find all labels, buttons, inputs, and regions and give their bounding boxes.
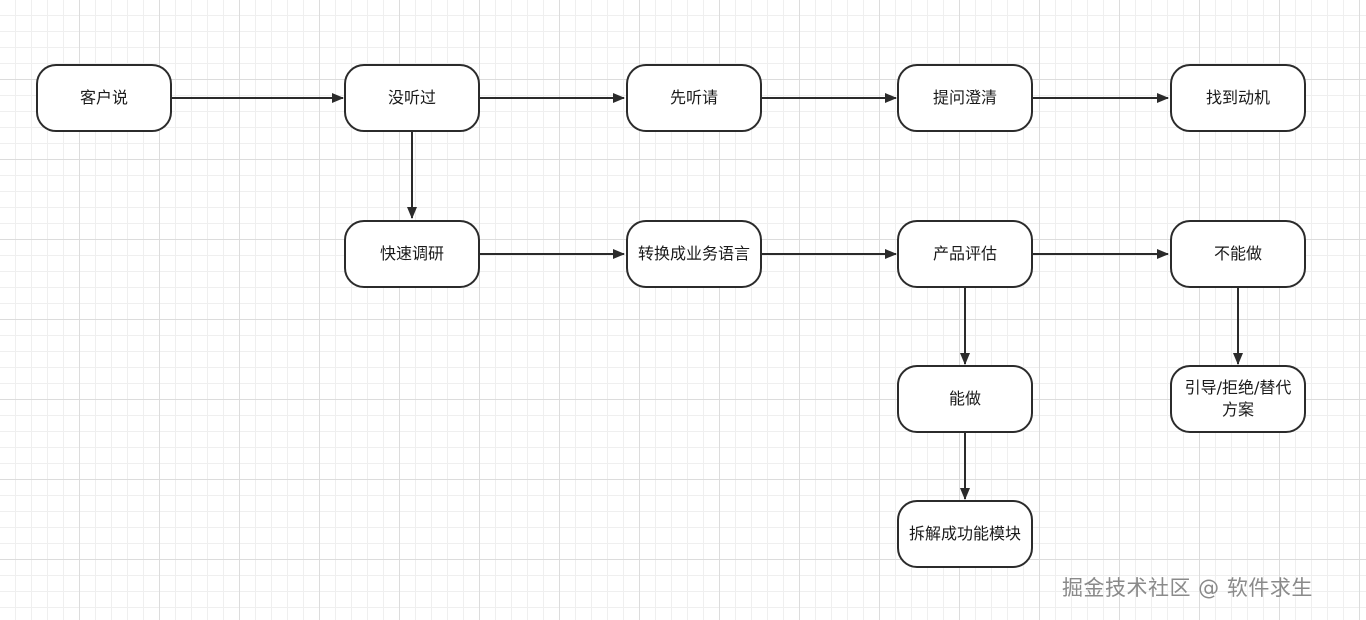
node-never-heard[interactable]: 没听过 <box>344 64 480 132</box>
node-label: 提问澄清 <box>932 88 997 107</box>
node-can-do[interactable]: 能做 <box>897 365 1033 433</box>
node-label: 转换成业务语言 <box>638 244 751 263</box>
node-label: 没听过 <box>387 88 436 107</box>
node-label: 引导/拒绝/替代方案 <box>1184 378 1292 419</box>
node-label: 先听请 <box>669 88 718 107</box>
node-customer-says[interactable]: 客户说 <box>36 64 172 132</box>
node-cannot-do[interactable]: 不能做 <box>1170 220 1306 288</box>
node-split-modules[interactable]: 拆解成功能模块 <box>897 500 1033 568</box>
watermark-text: 掘金技术社区 @ 软件求生 <box>1062 576 1313 600</box>
node-label: 快速调研 <box>379 244 444 263</box>
node-label: 能做 <box>948 389 981 408</box>
node-product-eval[interactable]: 产品评估 <box>897 220 1033 288</box>
node-quick-research[interactable]: 快速调研 <box>344 220 480 288</box>
node-find-motive[interactable]: 找到动机 <box>1170 64 1306 132</box>
node-label: 拆解成功能模块 <box>909 524 1022 543</box>
node-translate-business[interactable]: 转换成业务语言 <box>626 220 762 288</box>
node-guide-reject[interactable]: 引导/拒绝/替代方案 <box>1170 365 1306 433</box>
node-listen-first[interactable]: 先听请 <box>626 64 762 132</box>
node-ask-clarify[interactable]: 提问澄清 <box>897 64 1033 132</box>
node-label: 产品评估 <box>932 244 997 263</box>
node-label: 不能做 <box>1213 244 1262 263</box>
node-label: 找到动机 <box>1205 88 1270 107</box>
node-label: 客户说 <box>79 88 128 107</box>
